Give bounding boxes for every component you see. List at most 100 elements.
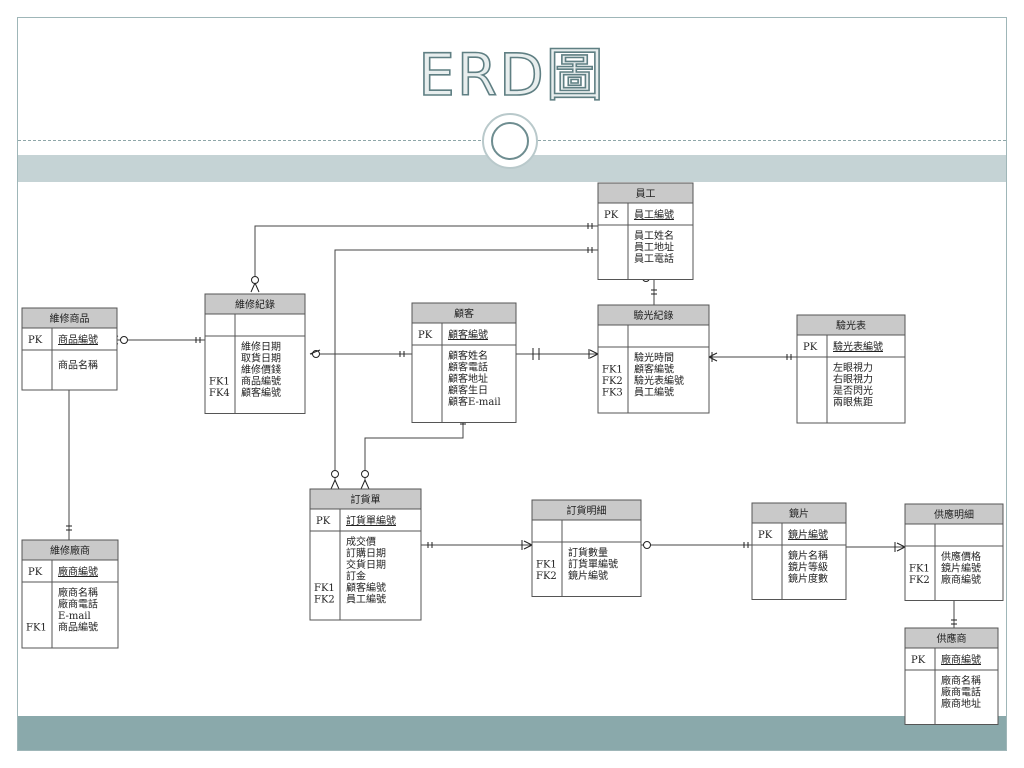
attribute: 是否閃光	[833, 384, 873, 397]
attribute: 供應價格	[941, 550, 981, 563]
primary-key: 員工編號	[634, 208, 674, 221]
attribute: 訂金	[346, 570, 366, 583]
entity-title: 驗光表	[836, 319, 866, 332]
attribute: 員工編號	[346, 593, 386, 606]
attribute: 交貨日期	[346, 558, 386, 571]
attribute: 鏡片編號	[568, 569, 608, 582]
bottom-band	[18, 716, 1006, 750]
attribute: 顧客地址	[448, 372, 488, 385]
pk-label: PK	[418, 330, 433, 341]
fk-label: FK1	[602, 365, 623, 376]
primary-key: 廠商編號	[941, 653, 981, 666]
attribute: 員工電話	[634, 252, 674, 265]
pk-label: PK	[316, 516, 331, 527]
fk-label: FK1	[536, 560, 557, 571]
entity-title: 維修紀錄	[235, 298, 275, 311]
attribute: 顧客編號	[346, 581, 386, 594]
attribute: 員工姓名	[634, 229, 674, 242]
attribute: 廠商電話	[941, 686, 981, 699]
attribute: E-mail	[58, 611, 91, 622]
attribute: 維修價錢	[241, 363, 281, 376]
pk-label: PK	[28, 335, 43, 346]
entity-title: 訂貨明細	[567, 504, 607, 517]
fk-label: FK2	[536, 571, 557, 582]
attribute: 廠商名稱	[941, 674, 981, 687]
attribute: 左眼視力	[833, 361, 873, 374]
attribute: 顧客電話	[448, 361, 488, 374]
fk-label: FK1	[314, 583, 335, 594]
pk-label: PK	[758, 530, 773, 541]
slide-title: ERD圖	[417, 40, 606, 110]
attribute: 鏡片等級	[788, 561, 828, 574]
attribute: 商品編號	[58, 621, 98, 634]
attribute: 廠商名稱	[58, 586, 98, 599]
attribute: 取貨日期	[241, 352, 281, 365]
entity-title: 鏡片	[789, 507, 809, 520]
primary-key: 訂貨單編號	[346, 514, 396, 527]
fk-label: FK1	[909, 564, 930, 575]
attribute: 訂購日期	[346, 547, 386, 560]
fk-label: FK2	[909, 575, 930, 586]
attribute: 商品名稱	[58, 358, 98, 371]
pk-label: PK	[28, 567, 43, 578]
attribute: 員工地址	[634, 241, 674, 254]
attribute: 顧客生日	[448, 384, 488, 397]
primary-key: 商品編號	[58, 333, 98, 346]
attribute: 鏡片度數	[788, 572, 828, 585]
attribute: 成交價	[346, 535, 376, 548]
pk-label: PK	[604, 210, 619, 221]
fk-label: FK1	[26, 623, 47, 634]
primary-key: 廠商編號	[58, 565, 98, 578]
entity-title: 維修商品	[50, 312, 90, 325]
fk-label: FK3	[602, 388, 623, 399]
primary-key: 鏡片編號	[788, 528, 828, 541]
attribute: 顧客姓名	[448, 349, 488, 362]
circle-ornament-icon	[482, 113, 538, 169]
entity-title: 訂貨單	[351, 493, 381, 506]
attribute: 廠商編號	[941, 573, 981, 586]
attribute: 廠商電話	[58, 598, 98, 611]
primary-key: 顧客編號	[448, 328, 488, 341]
pk-label: PK	[911, 655, 926, 666]
attribute: 員工編號	[634, 386, 674, 399]
attribute: 驗光時間	[634, 351, 674, 364]
pk-label: PK	[803, 342, 818, 353]
attribute: 訂貨單編號	[568, 558, 618, 571]
entity-title: 驗光紀錄	[634, 309, 674, 322]
attribute: 廠商地址	[941, 697, 981, 710]
fk-label: FK2	[314, 595, 335, 606]
fk-label: FK1	[209, 377, 230, 388]
attribute: 維修日期	[241, 340, 281, 353]
slide-frame	[17, 17, 1007, 751]
attribute: 顧客編號	[241, 386, 281, 399]
attribute: 兩眼焦距	[833, 396, 873, 409]
attribute: 鏡片名稱	[788, 549, 828, 562]
entity-title: 供應商	[937, 632, 967, 645]
entity-title: 維修廠商	[50, 544, 90, 557]
attribute: 驗光表編號	[634, 374, 684, 387]
entity-title: 顧客	[454, 307, 474, 320]
attribute: 右眼視力	[833, 373, 873, 386]
fk-label: FK2	[602, 376, 623, 387]
entity-title: 員工	[636, 188, 656, 200]
attribute: 顧客編號	[634, 363, 674, 376]
fk-label: FK4	[209, 388, 230, 399]
attribute: 鏡片編號	[941, 562, 981, 575]
relationship-lines	[66, 223, 957, 628]
attribute: 商品編號	[241, 375, 281, 388]
attribute: 訂貨數量	[568, 546, 608, 559]
